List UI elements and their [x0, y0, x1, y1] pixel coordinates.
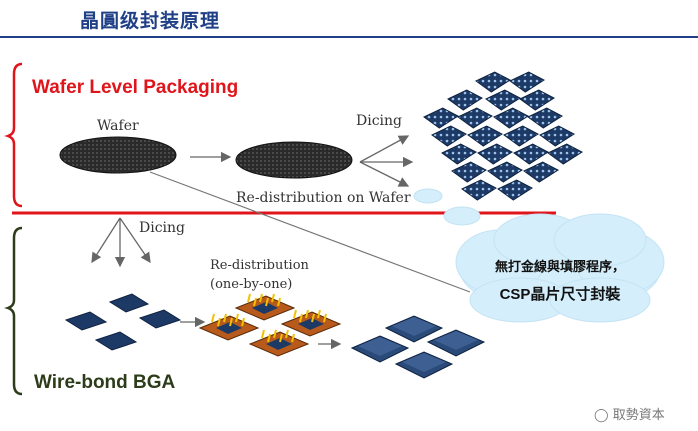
csp-chip: [423, 107, 459, 129]
csp-chip: [431, 125, 467, 147]
csp-chip: [513, 143, 549, 165]
csp-chip: [503, 125, 539, 147]
page-title: 晶圓级封装原理: [80, 10, 221, 32]
wlp-section-title: Wafer Level Packaging: [32, 77, 239, 98]
rdl-label-line2: (one-by-one): [210, 277, 293, 292]
csp-chip: [457, 107, 493, 129]
diced-chips: [64, 293, 182, 351]
die: [266, 338, 292, 350]
bga-package-top: [358, 337, 402, 356]
bond-wire: [261, 329, 265, 339]
csp-chip: [493, 107, 529, 129]
csp-chip: [547, 143, 583, 165]
watermark-text: 取勢資本: [612, 408, 665, 423]
csp-chip: [477, 143, 513, 165]
bond-wire: [267, 333, 271, 343]
bga-package-top: [434, 331, 478, 350]
bond-wire: [259, 293, 263, 303]
bond-wire: [235, 313, 239, 323]
rdl-wafer: [235, 141, 353, 179]
bga-packages: [350, 315, 486, 379]
wirebond-substrates: [198, 293, 342, 357]
callout-cloud: [413, 188, 665, 323]
die: [252, 302, 278, 314]
bond-wire: [279, 333, 283, 343]
bond-wire: [211, 313, 215, 323]
bond-wire: [223, 313, 227, 323]
csp-chip: [509, 71, 545, 93]
csp-chip: [527, 107, 563, 129]
bond-wire: [241, 317, 245, 327]
dicing-arrows-bottom: [91, 217, 151, 268]
csp-chip-array: [423, 71, 583, 201]
csp-chip: [461, 179, 497, 201]
wafer-label: Wafer: [97, 118, 139, 134]
csp-chip: [487, 161, 523, 183]
csp-chip: [447, 89, 483, 111]
bond-wire: [311, 313, 315, 323]
bond-wire: [285, 329, 289, 339]
callout-line1: 無打金線與填膠程序，: [494, 260, 625, 275]
bond-wire: [291, 333, 295, 343]
diagonal-line: [149, 171, 471, 293]
csp-chip: [497, 179, 533, 201]
rdl-wafer-label: Re-distribution on Wafer: [236, 190, 411, 206]
bond-wire: [323, 313, 327, 323]
dicing-label-top: Dicing: [356, 113, 402, 129]
bond-wire: [317, 309, 321, 319]
wechat-icon: ◯: [594, 408, 609, 423]
title-rule: [0, 36, 698, 38]
bga-package-top: [402, 353, 446, 372]
bga-section-title: Wire-bond BGA: [34, 372, 176, 393]
watermark: ◯ 取勢資本: [594, 404, 665, 423]
bond-wire: [247, 293, 251, 303]
die: [216, 322, 242, 334]
bond-wire: [277, 297, 281, 307]
bond-wire: [271, 293, 275, 303]
wlp-brace: [4, 62, 23, 208]
bga-package-top: [392, 317, 436, 336]
rdl-label-line1: Re-distribution: [210, 258, 309, 273]
bond-wire: [299, 313, 303, 323]
csp-chip: [441, 143, 477, 165]
dicing-arrows-top: [359, 135, 414, 187]
bond-wire: [305, 309, 309, 319]
csp-chip: [519, 89, 555, 111]
bond-wire: [293, 309, 297, 319]
die: [298, 318, 324, 330]
bond-wire: [253, 297, 257, 307]
csp-chip: [451, 161, 487, 183]
callout-line2: CSP晶片尺寸封裝: [499, 286, 621, 303]
bond-wire: [217, 317, 221, 327]
bond-wire: [273, 329, 277, 339]
csp-chip: [539, 125, 575, 147]
csp-chip: [475, 71, 511, 93]
wafer: [59, 136, 177, 174]
csp-chip: [523, 161, 559, 183]
dicing-label-bottom: Dicing: [139, 220, 185, 236]
csp-chip: [485, 89, 521, 111]
csp-chip: [467, 125, 503, 147]
bond-wire: [229, 317, 233, 327]
bga-brace: [4, 226, 23, 396]
bond-wire: [265, 297, 269, 307]
